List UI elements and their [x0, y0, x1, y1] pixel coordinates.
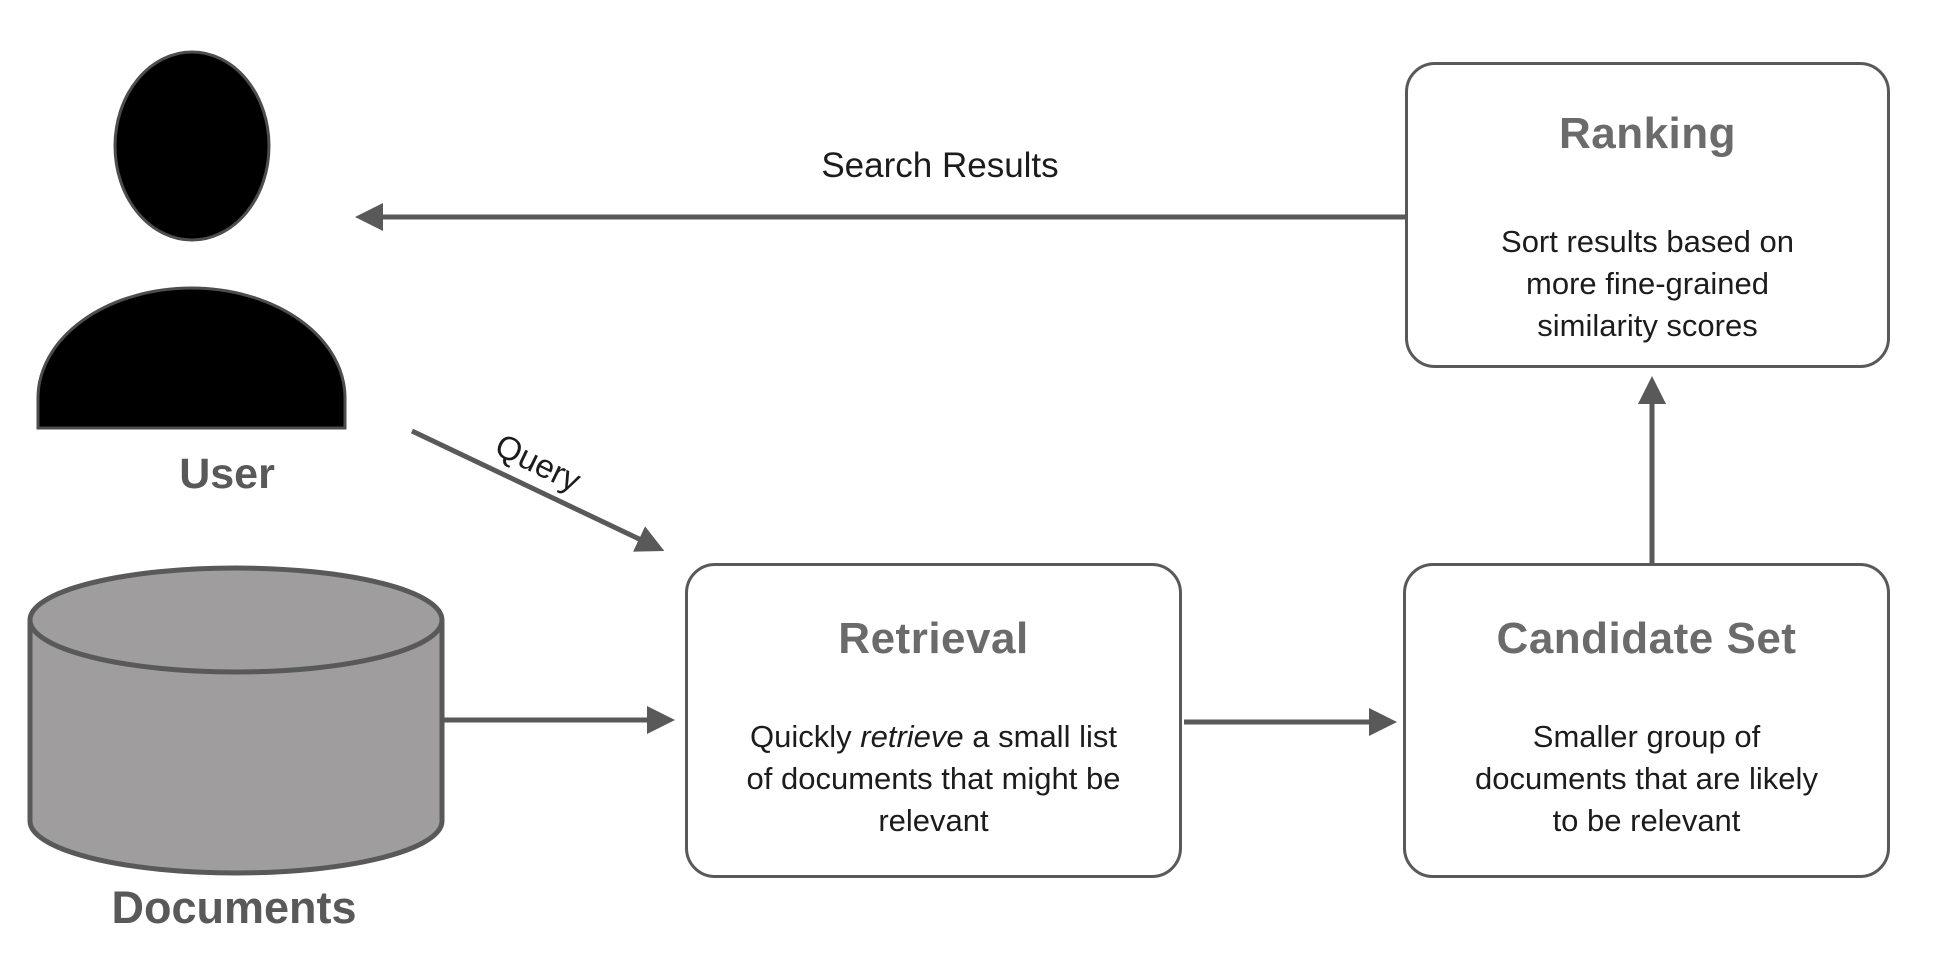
database-icon [27, 565, 445, 876]
user-icon [36, 50, 347, 430]
retrieval-title: Retrieval [838, 614, 1029, 663]
retrieval-body-suffix: a small list of documents that might be … [746, 719, 1121, 838]
ranking-title: Ranking [1558, 109, 1737, 158]
query-arrow [410, 428, 665, 552]
node-retrieval: Retrieval Quickly retrieve a small list … [685, 563, 1182, 878]
ranking-body: Sort results based on more fine-grained … [1501, 224, 1794, 343]
retrieval-body-prefix: Quickly [750, 719, 861, 754]
node-ranking: Ranking Sort results based on more fine-… [1405, 62, 1890, 368]
node-candidate-set: Candidate Set Smaller group of documents… [1403, 563, 1890, 878]
user-label: User [179, 450, 275, 498]
documents-label: Documents [111, 882, 357, 933]
candidate-set-body: Smaller group of documents that are like… [1475, 719, 1818, 838]
candidate-set-title: Candidate Set [1496, 614, 1797, 663]
retrieval-body: Quickly retrieve a small list of documen… [736, 716, 1131, 842]
search-results-arrow-label: Search Results [821, 146, 1059, 185]
retrieval-body-italic-word: retrieve [860, 719, 964, 754]
